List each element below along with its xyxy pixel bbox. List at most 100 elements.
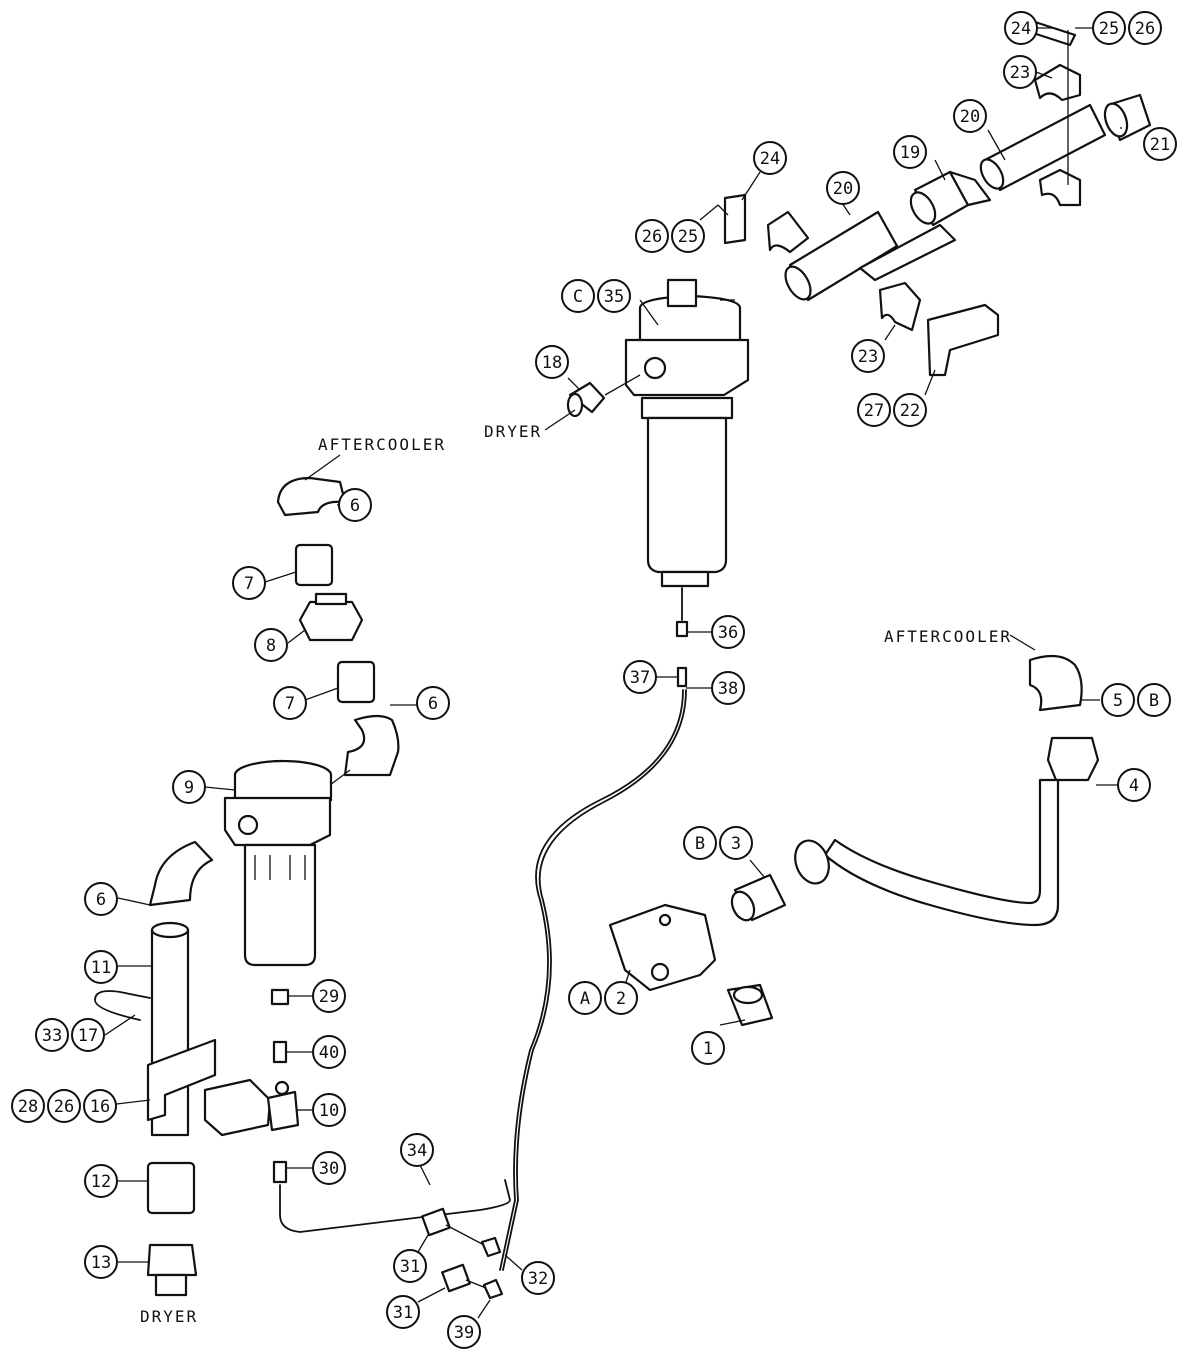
svg-text:26: 26	[642, 227, 662, 247]
callout-22: 22	[893, 393, 927, 427]
leader-lines	[99, 27, 1122, 1319]
svg-text:26: 26	[54, 1097, 74, 1117]
callout-7-lower: 7	[273, 686, 307, 720]
svg-text:16: 16	[90, 1097, 110, 1117]
callout-33: 33	[35, 1018, 69, 1052]
tee-2	[608, 903, 717, 992]
coupling-12	[146, 1161, 196, 1215]
callout-23-lower: 23	[851, 339, 885, 373]
svg-text:17: 17	[78, 1026, 98, 1046]
callout-1: 1	[691, 1031, 725, 1065]
elbow-6-lower	[148, 840, 214, 907]
callout-31-upper: 31	[393, 1249, 427, 1283]
callout-17: 17	[71, 1018, 105, 1052]
label-aftercooler-right: AFTERCOOLER	[884, 627, 1012, 646]
nipple-7-top	[294, 543, 334, 587]
svg-text:28: 28	[18, 1097, 38, 1117]
svg-text:37: 37	[630, 668, 650, 688]
label-dryer-lower: DRYER	[140, 1307, 198, 1326]
union-8	[298, 592, 364, 642]
fitting-3	[730, 873, 787, 922]
svg-text:8: 8	[266, 636, 276, 656]
callout-29: 29	[312, 979, 346, 1013]
callout-40: 40	[312, 1035, 346, 1069]
callout-16: 16	[83, 1089, 117, 1123]
bracket-16	[146, 1038, 217, 1122]
label-dryer-upper: DRYER	[484, 422, 542, 441]
svg-text:B: B	[1149, 691, 1159, 711]
callout-24-left: 24	[753, 141, 787, 175]
svg-text:6: 6	[350, 496, 360, 516]
callout-11: 11	[84, 950, 118, 984]
callout-32: 32	[521, 1261, 555, 1295]
nut-4	[1046, 736, 1100, 782]
callout-2: 2	[604, 981, 638, 1015]
callout-8: 8	[254, 628, 288, 662]
svg-text:7: 7	[285, 694, 295, 714]
svg-text:38: 38	[718, 679, 738, 699]
valve-10	[203, 1078, 300, 1137]
filter-c	[624, 278, 750, 588]
svg-text:1: 1	[703, 1039, 713, 1059]
svg-text:6: 6	[96, 890, 106, 910]
elbow-6-mid	[343, 714, 400, 777]
svg-text:7: 7	[244, 574, 254, 594]
callout-26-lower: 26	[47, 1089, 81, 1123]
clamp-23-lower	[878, 281, 922, 332]
left-assembly	[94, 476, 511, 1300]
svg-text:24: 24	[760, 149, 780, 169]
drain-line-right	[499, 587, 689, 1271]
svg-text:27: 27	[864, 401, 884, 421]
svg-text:29: 29	[319, 987, 339, 1007]
elbow-5	[1028, 654, 1083, 712]
callout-19: 19	[893, 135, 927, 169]
callout-23-top: 23	[1003, 55, 1037, 89]
callout-20-mid: 20	[826, 171, 860, 205]
callout-21: 21	[1143, 127, 1177, 161]
svg-text:2: 2	[616, 989, 626, 1009]
callout-a: A	[568, 981, 602, 1015]
plate-24-left	[723, 193, 747, 245]
callout-6-mid: 6	[416, 686, 450, 720]
svg-text:39: 39	[454, 1323, 474, 1343]
callout-39: 39	[447, 1315, 481, 1349]
callout-35: 35	[597, 279, 631, 313]
ubolt-17	[94, 990, 151, 1021]
svg-text:13: 13	[91, 1253, 111, 1273]
callout-13: 13	[84, 1245, 118, 1279]
filter-c-assembly	[566, 20, 1152, 588]
svg-text:20: 20	[833, 179, 853, 199]
nipple-7-lower	[336, 660, 376, 704]
fitting-31-lower	[441, 1263, 471, 1293]
svg-text:3: 3	[731, 834, 741, 854]
clamp-23-bottom-right	[1038, 168, 1082, 207]
svg-text:19: 19	[900, 143, 920, 163]
svg-text:A: A	[580, 989, 590, 1009]
callout-5: 5	[1101, 683, 1135, 717]
filter-9	[223, 759, 333, 967]
svg-text:25: 25	[1099, 19, 1119, 39]
svg-text:30: 30	[319, 1159, 339, 1179]
svg-text:6: 6	[428, 694, 438, 714]
fitting-13	[146, 1243, 198, 1297]
callout-38: 38	[711, 671, 745, 705]
svg-text:36: 36	[718, 623, 738, 643]
callout-26-left: 26	[635, 219, 669, 253]
coupling-21	[1103, 93, 1152, 142]
svg-text:12: 12	[91, 1172, 111, 1192]
callout-b-mid: B	[683, 826, 717, 860]
tube-34	[279, 1179, 511, 1233]
callout-9: 9	[172, 770, 206, 804]
callout-36: 36	[711, 615, 745, 649]
callout-12: 12	[84, 1164, 118, 1198]
svg-text:40: 40	[319, 1043, 339, 1063]
callout-25-top: 25	[1092, 11, 1126, 45]
svg-text:32: 32	[528, 1269, 548, 1289]
callout-34: 34	[400, 1133, 434, 1167]
callout-25-left: 25	[671, 219, 705, 253]
callout-24-top: 24	[1004, 11, 1038, 45]
fitting-31-upper	[421, 1207, 451, 1237]
bracket-plate	[858, 223, 957, 282]
elbow-6-top	[276, 476, 347, 517]
